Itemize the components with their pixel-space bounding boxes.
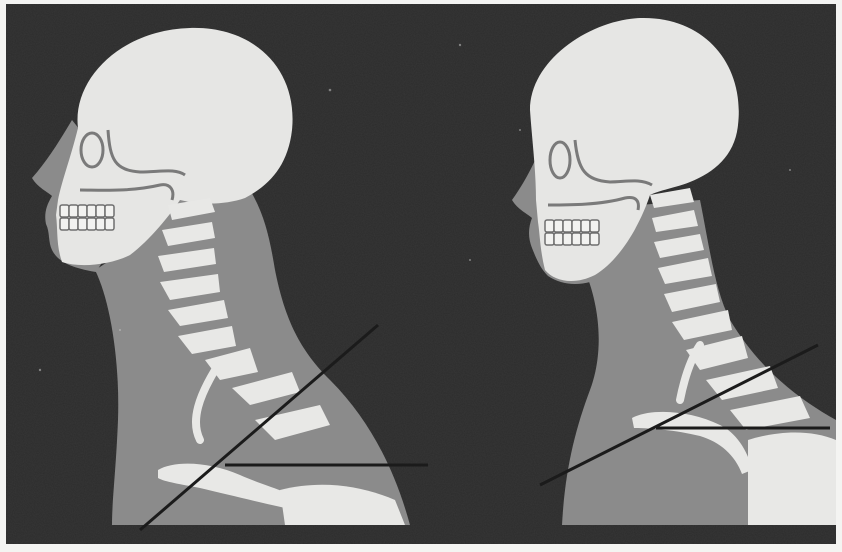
right-shoulder-bone	[748, 433, 836, 526]
